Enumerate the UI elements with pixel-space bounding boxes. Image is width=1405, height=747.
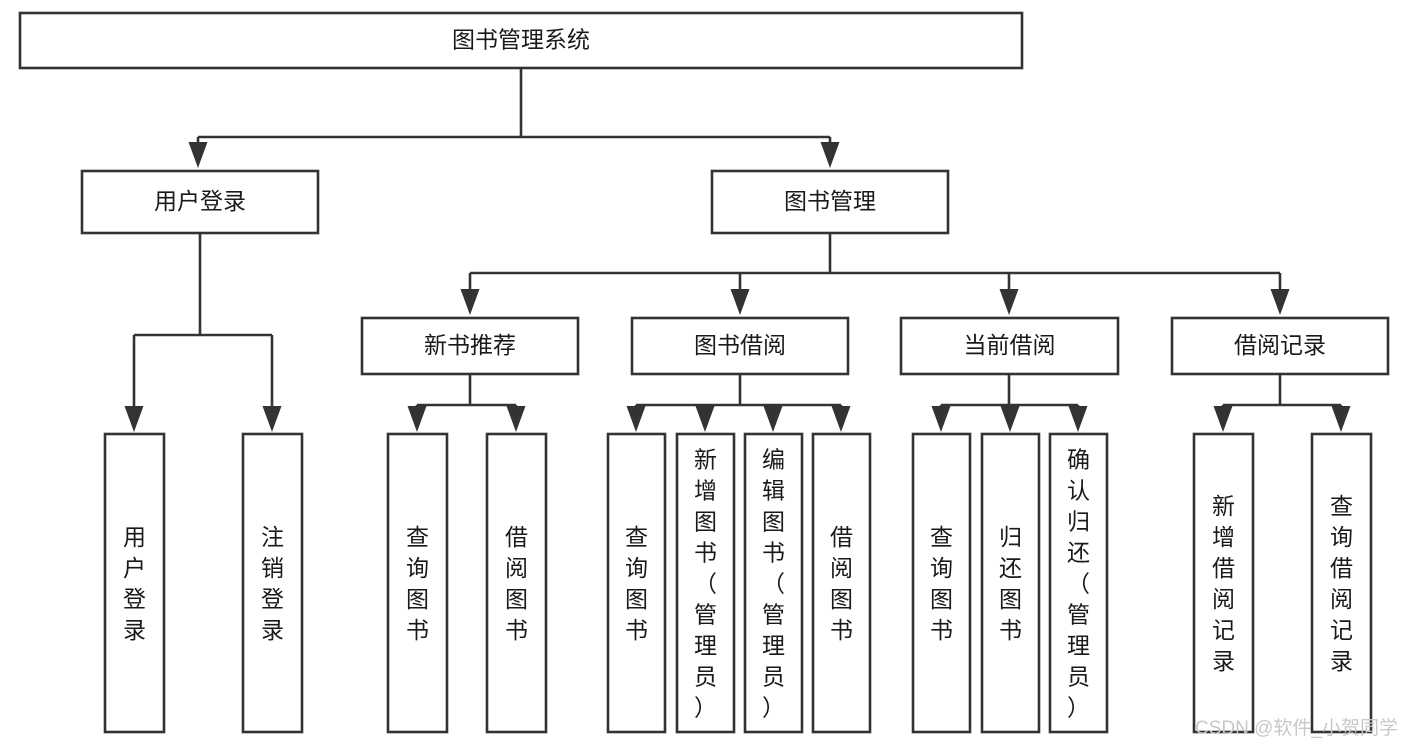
node-label-leaf-user-logout: 注销登录 bbox=[261, 524, 284, 643]
node-label-leaf-borrow-book-recommend: 借阅图书 bbox=[505, 524, 528, 643]
node-box-leaf-query-borrow-record bbox=[1310, 432, 1373, 734]
node-label-book-management: 图书管理 bbox=[784, 188, 876, 214]
node-box-book-management bbox=[710, 169, 950, 235]
node-borrow-record[interactable]: 借阅记录 bbox=[1170, 316, 1390, 376]
node-leaf-borrow-book[interactable]: 借阅图书 bbox=[811, 432, 872, 734]
node-box-leaf-return-book bbox=[980, 432, 1041, 734]
node-label-leaf-edit-book-admin: 编辑图书（管理员） bbox=[762, 447, 785, 721]
node-book-borrow[interactable]: 图书借阅 bbox=[630, 316, 850, 376]
arrow-leaf-query-book-recommend-head bbox=[407, 406, 427, 432]
node-box-book-borrow bbox=[630, 316, 850, 376]
node-label-leaf-confirm-return-admin: 确认归还（管理员） bbox=[1067, 447, 1090, 721]
arrow-user-login-head bbox=[188, 142, 208, 168]
node-label-leaf-borrow-book: 借阅图书 bbox=[830, 524, 853, 643]
node-box-borrow-record bbox=[1170, 316, 1390, 376]
node-box-leaf-query-book-recommend bbox=[386, 432, 449, 734]
arrow-book-management-head bbox=[820, 142, 840, 168]
node-leaf-query-book-borrow[interactable]: 查询图书 bbox=[606, 432, 667, 734]
watermark-text: CSDN @软件_小贺同学 bbox=[1195, 717, 1398, 739]
node-leaf-query-book-recommend[interactable]: 查询图书 bbox=[386, 432, 449, 734]
node-box-leaf-borrow-book-recommend bbox=[485, 432, 548, 734]
node-label-borrow-record: 借阅记录 bbox=[1234, 332, 1326, 358]
node-label-root: 图书管理系统 bbox=[452, 27, 590, 53]
node-leaf-user-logout[interactable]: 注销登录 bbox=[241, 432, 304, 734]
arrow-leaf-query-book-current-head bbox=[931, 406, 951, 432]
arrow-leaf-add-book-admin-head bbox=[695, 406, 715, 432]
node-label-leaf-query-book-borrow: 查询图书 bbox=[625, 524, 648, 643]
node-leaf-query-borrow-record[interactable]: 查询借阅记录 bbox=[1310, 432, 1373, 734]
node-label-leaf-query-borrow-record: 查询借阅记录 bbox=[1330, 493, 1353, 674]
arrow-layer bbox=[124, 137, 1351, 432]
node-label-leaf-query-book-recommend: 查询图书 bbox=[406, 524, 429, 643]
node-box-current-borrow bbox=[899, 316, 1120, 376]
node-box-leaf-borrow-book bbox=[811, 432, 872, 734]
node-label-leaf-return-book: 归还图书 bbox=[999, 524, 1022, 643]
node-box-new-book-recommend bbox=[360, 316, 580, 376]
arrow-leaf-confirm-return-admin-head bbox=[1068, 406, 1088, 432]
node-box-leaf-confirm-return-admin bbox=[1048, 432, 1109, 734]
node-label-current-borrow: 当前借阅 bbox=[964, 332, 1056, 358]
node-box-leaf-user-login bbox=[103, 432, 166, 734]
node-box-leaf-add-book-admin bbox=[675, 432, 736, 734]
arrow-leaf-user-logout-head bbox=[262, 406, 282, 432]
node-leaf-return-book[interactable]: 归还图书 bbox=[980, 432, 1041, 734]
node-leaf-borrow-book-recommend[interactable]: 借阅图书 bbox=[485, 432, 548, 734]
arrow-book-borrow-head bbox=[730, 289, 750, 315]
arrow-new-book-recommend-head bbox=[460, 289, 480, 315]
node-label-leaf-add-borrow-record: 新增借阅记录 bbox=[1212, 493, 1235, 674]
node-box-user-login bbox=[80, 169, 320, 235]
node-label-user-login: 用户登录 bbox=[154, 188, 246, 214]
arrow-leaf-add-borrow-record-head bbox=[1213, 406, 1233, 432]
node-leaf-edit-book-admin[interactable]: 编辑图书（管理员） bbox=[743, 432, 804, 734]
node-box-root bbox=[18, 11, 1024, 70]
node-label-new-book-recommend: 新书推荐 bbox=[424, 332, 516, 358]
arrow-leaf-query-borrow-record-head bbox=[1331, 406, 1351, 432]
arrow-leaf-user-login-head bbox=[124, 406, 144, 432]
node-layer: 图书管理系统用户登录图书管理新书推荐图书借阅当前借阅借阅记录用户登录注销登录查询… bbox=[18, 11, 1390, 734]
connector-layer bbox=[134, 68, 1341, 407]
arrow-leaf-edit-book-admin-head bbox=[763, 406, 783, 432]
node-root[interactable]: 图书管理系统 bbox=[18, 11, 1024, 70]
node-box-leaf-add-borrow-record bbox=[1192, 432, 1255, 734]
node-leaf-user-login[interactable]: 用户登录 bbox=[103, 432, 166, 734]
node-label-book-borrow: 图书借阅 bbox=[694, 332, 786, 358]
arrow-current-borrow-head bbox=[999, 289, 1019, 315]
node-label-leaf-add-book-admin: 新增图书（管理员） bbox=[694, 447, 717, 721]
arrow-leaf-borrow-book-recommend-head bbox=[506, 406, 526, 432]
node-user-login[interactable]: 用户登录 bbox=[80, 169, 320, 235]
node-box-leaf-edit-book-admin bbox=[743, 432, 804, 734]
arrow-leaf-return-book-head bbox=[1000, 406, 1020, 432]
node-box-leaf-user-logout bbox=[241, 432, 304, 734]
arrow-leaf-query-book-borrow-head bbox=[626, 406, 646, 432]
node-book-management[interactable]: 图书管理 bbox=[710, 169, 950, 235]
node-leaf-confirm-return-admin[interactable]: 确认归还（管理员） bbox=[1048, 432, 1109, 734]
node-label-leaf-query-book-current: 查询图书 bbox=[930, 524, 953, 643]
arrow-leaf-borrow-book-head bbox=[831, 406, 851, 432]
arrow-borrow-record-head bbox=[1270, 289, 1290, 315]
node-new-book-recommend[interactable]: 新书推荐 bbox=[360, 316, 580, 376]
node-box-leaf-query-book-current bbox=[911, 432, 972, 734]
node-current-borrow[interactable]: 当前借阅 bbox=[899, 316, 1120, 376]
node-leaf-add-book-admin[interactable]: 新增图书（管理员） bbox=[675, 432, 736, 734]
node-leaf-query-book-current[interactable]: 查询图书 bbox=[911, 432, 972, 734]
node-leaf-add-borrow-record[interactable]: 新增借阅记录 bbox=[1192, 432, 1255, 734]
node-box-leaf-query-book-borrow bbox=[606, 432, 667, 734]
node-label-leaf-user-login: 用户登录 bbox=[123, 524, 146, 643]
